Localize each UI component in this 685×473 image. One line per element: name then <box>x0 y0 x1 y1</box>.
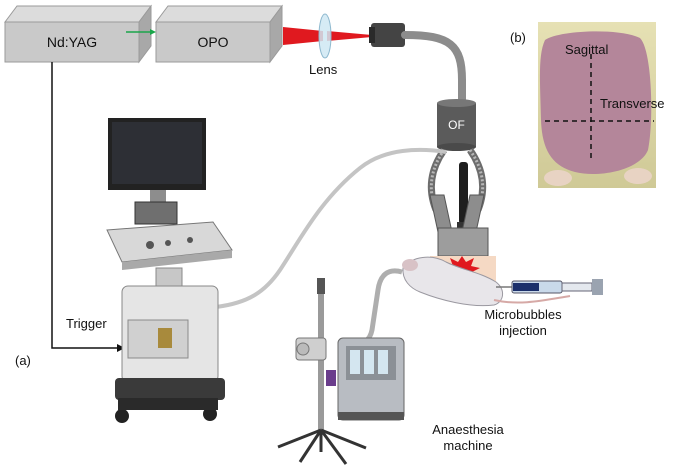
opo-box <box>155 4 283 64</box>
mouse-icon <box>402 256 571 307</box>
lens-label: Lens <box>309 62 338 77</box>
ultrasound-scanner-icon <box>106 118 233 423</box>
microbubbles-label-line1: Microbubbles <box>484 307 562 322</box>
of-holder <box>437 99 476 151</box>
red-laser-beam <box>283 27 372 45</box>
anaesthesia-machine-icon <box>277 278 405 465</box>
transverse-label: Transverse <box>600 96 665 111</box>
probe-holder <box>429 194 489 257</box>
opo-label: OPO <box>197 34 229 50</box>
lens-shape <box>318 13 332 59</box>
of-label: OF <box>448 118 465 132</box>
green-beam-arrow <box>126 29 156 35</box>
panel-b-label: (b) <box>510 30 526 45</box>
nd-yag-laser-box <box>4 4 152 64</box>
anaesthesia-tube <box>349 268 403 349</box>
sagittal-label: Sagittal <box>565 42 609 57</box>
optical-fiber <box>401 31 466 104</box>
syringe-icon <box>496 279 603 295</box>
microbubbles-label-line2: injection <box>499 323 547 338</box>
anaesthesia-label-line1: Anaesthesia <box>432 422 504 437</box>
fiber-coupler <box>369 23 405 47</box>
probe-cable <box>215 147 447 309</box>
trigger-line <box>51 62 125 352</box>
nd-yag-label: Nd:YAG <box>46 34 98 50</box>
panel-a-label: (a) <box>15 353 31 368</box>
anaesthesia-label-line2: machine <box>443 438 493 453</box>
skin-photo <box>538 22 656 188</box>
trigger-label: Trigger <box>66 316 107 331</box>
